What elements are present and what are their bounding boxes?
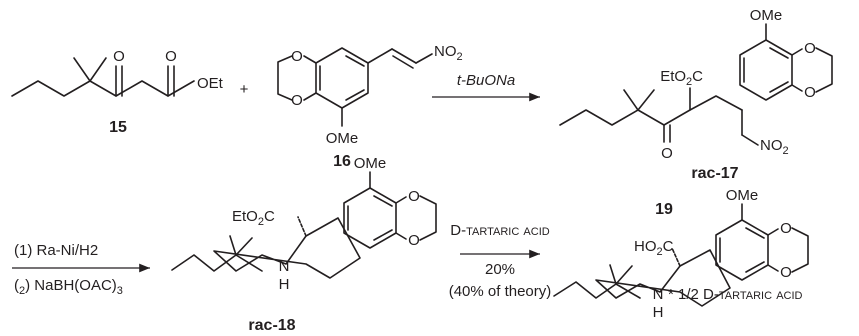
dioxole-o-top-18: O	[408, 188, 420, 205]
compound-19: HO2C N H * 1/2 D-tartaric acid OMe O O 1…	[553, 187, 809, 321]
nitro-17: NO2	[760, 137, 789, 157]
reagent-step-3: D-tartaric acid	[450, 222, 550, 239]
yield-step-3: 20%	[485, 261, 515, 278]
dioxole-o-bottom-19: O	[780, 264, 792, 281]
dioxole-o-top-19: O	[780, 220, 792, 237]
amine-n-18: N	[279, 258, 290, 275]
label-16: 16	[333, 153, 351, 170]
amine-n-19: N	[653, 286, 664, 303]
ester-oet-15: OEt	[197, 75, 224, 92]
ester-18: EtO2C	[232, 208, 275, 228]
amine-h-19: H	[653, 304, 664, 321]
label-15: 15	[109, 119, 127, 136]
methoxy-18: OMe	[354, 155, 387, 172]
dioxole-o-bottom-18: O	[408, 232, 420, 249]
methoxy-19: OMe	[726, 187, 759, 204]
dioxole-o-bottom-16: O	[291, 92, 303, 109]
dioxole-o-bottom-17: O	[804, 84, 816, 101]
compound-rac-18: EtO2C N H OMe O O rac-18	[171, 155, 437, 334]
yield-note-step-3: (40% of theory)	[449, 283, 552, 300]
amine-h-18: H	[279, 276, 290, 293]
methoxy-17: OMe	[750, 7, 783, 24]
nitro-16: NO2	[434, 43, 463, 63]
reagent-step-2b: (2) NaBH(OAC)3	[14, 277, 123, 297]
label-rac-18: rac-18	[248, 317, 295, 334]
compound-rac-17: O EtO2C NO2 OMe O O rac-17	[559, 7, 833, 182]
plus-sign: +	[240, 81, 249, 98]
reagent-step-1: t-BuONa	[457, 72, 515, 89]
ester-o-15: O	[165, 48, 177, 65]
dioxole-o-top-16: O	[291, 48, 303, 65]
acid-19: HO2C	[634, 238, 674, 258]
ketone-o-15: O	[113, 48, 125, 65]
reagent-step-2a: (1) Ra-Ni/H2	[14, 242, 98, 259]
dioxole-o-top-17: O	[804, 40, 816, 57]
compound-15: O O OEt 15	[11, 48, 224, 136]
label-rac-17: rac-17	[691, 165, 738, 182]
compound-16: O O OMe NO2 16	[277, 43, 463, 170]
salt-19: * 1/2 D-tartaric acid	[668, 286, 803, 303]
label-19: 19	[655, 201, 673, 218]
methoxy-16: OMe	[326, 130, 359, 147]
ketone-o-17: O	[661, 145, 673, 162]
ester-17: EtO2C	[660, 68, 703, 88]
